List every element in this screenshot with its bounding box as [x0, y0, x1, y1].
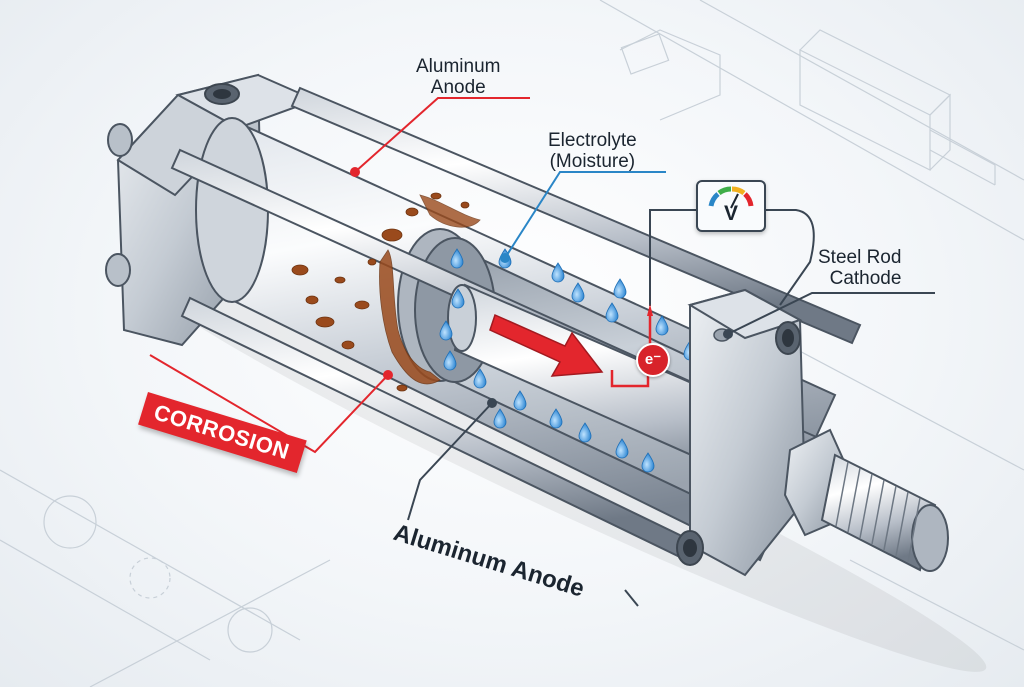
label-line: Aluminum	[416, 56, 501, 77]
circuit-wires	[610, 209, 815, 388]
label-line: Anode	[430, 77, 486, 99]
label-aluminum-anode-top: Aluminum Anode	[416, 56, 500, 99]
label-line: Electrolyte	[548, 130, 637, 151]
voltmeter-symbol: V	[723, 202, 738, 225]
label-line: Steel Rod	[818, 247, 902, 268]
right-end-cap	[676, 288, 807, 577]
label-electrolyte: Electrolyte (Moisture)	[548, 130, 637, 173]
gauge-icon	[708, 186, 754, 209]
label-line: Cathode	[829, 268, 902, 290]
electron-flow-arrow	[489, 313, 604, 377]
label-line: (Moisture)	[549, 151, 636, 173]
label-steel-rod-cathode: Steel Rod Cathode	[818, 247, 901, 290]
rod-end-thread	[783, 428, 949, 572]
voltmeter: V	[696, 180, 766, 232]
electron-symbol: e⁻	[636, 343, 670, 377]
callout-leaders	[149, 97, 935, 607]
corrosion-spots	[291, 192, 481, 392]
